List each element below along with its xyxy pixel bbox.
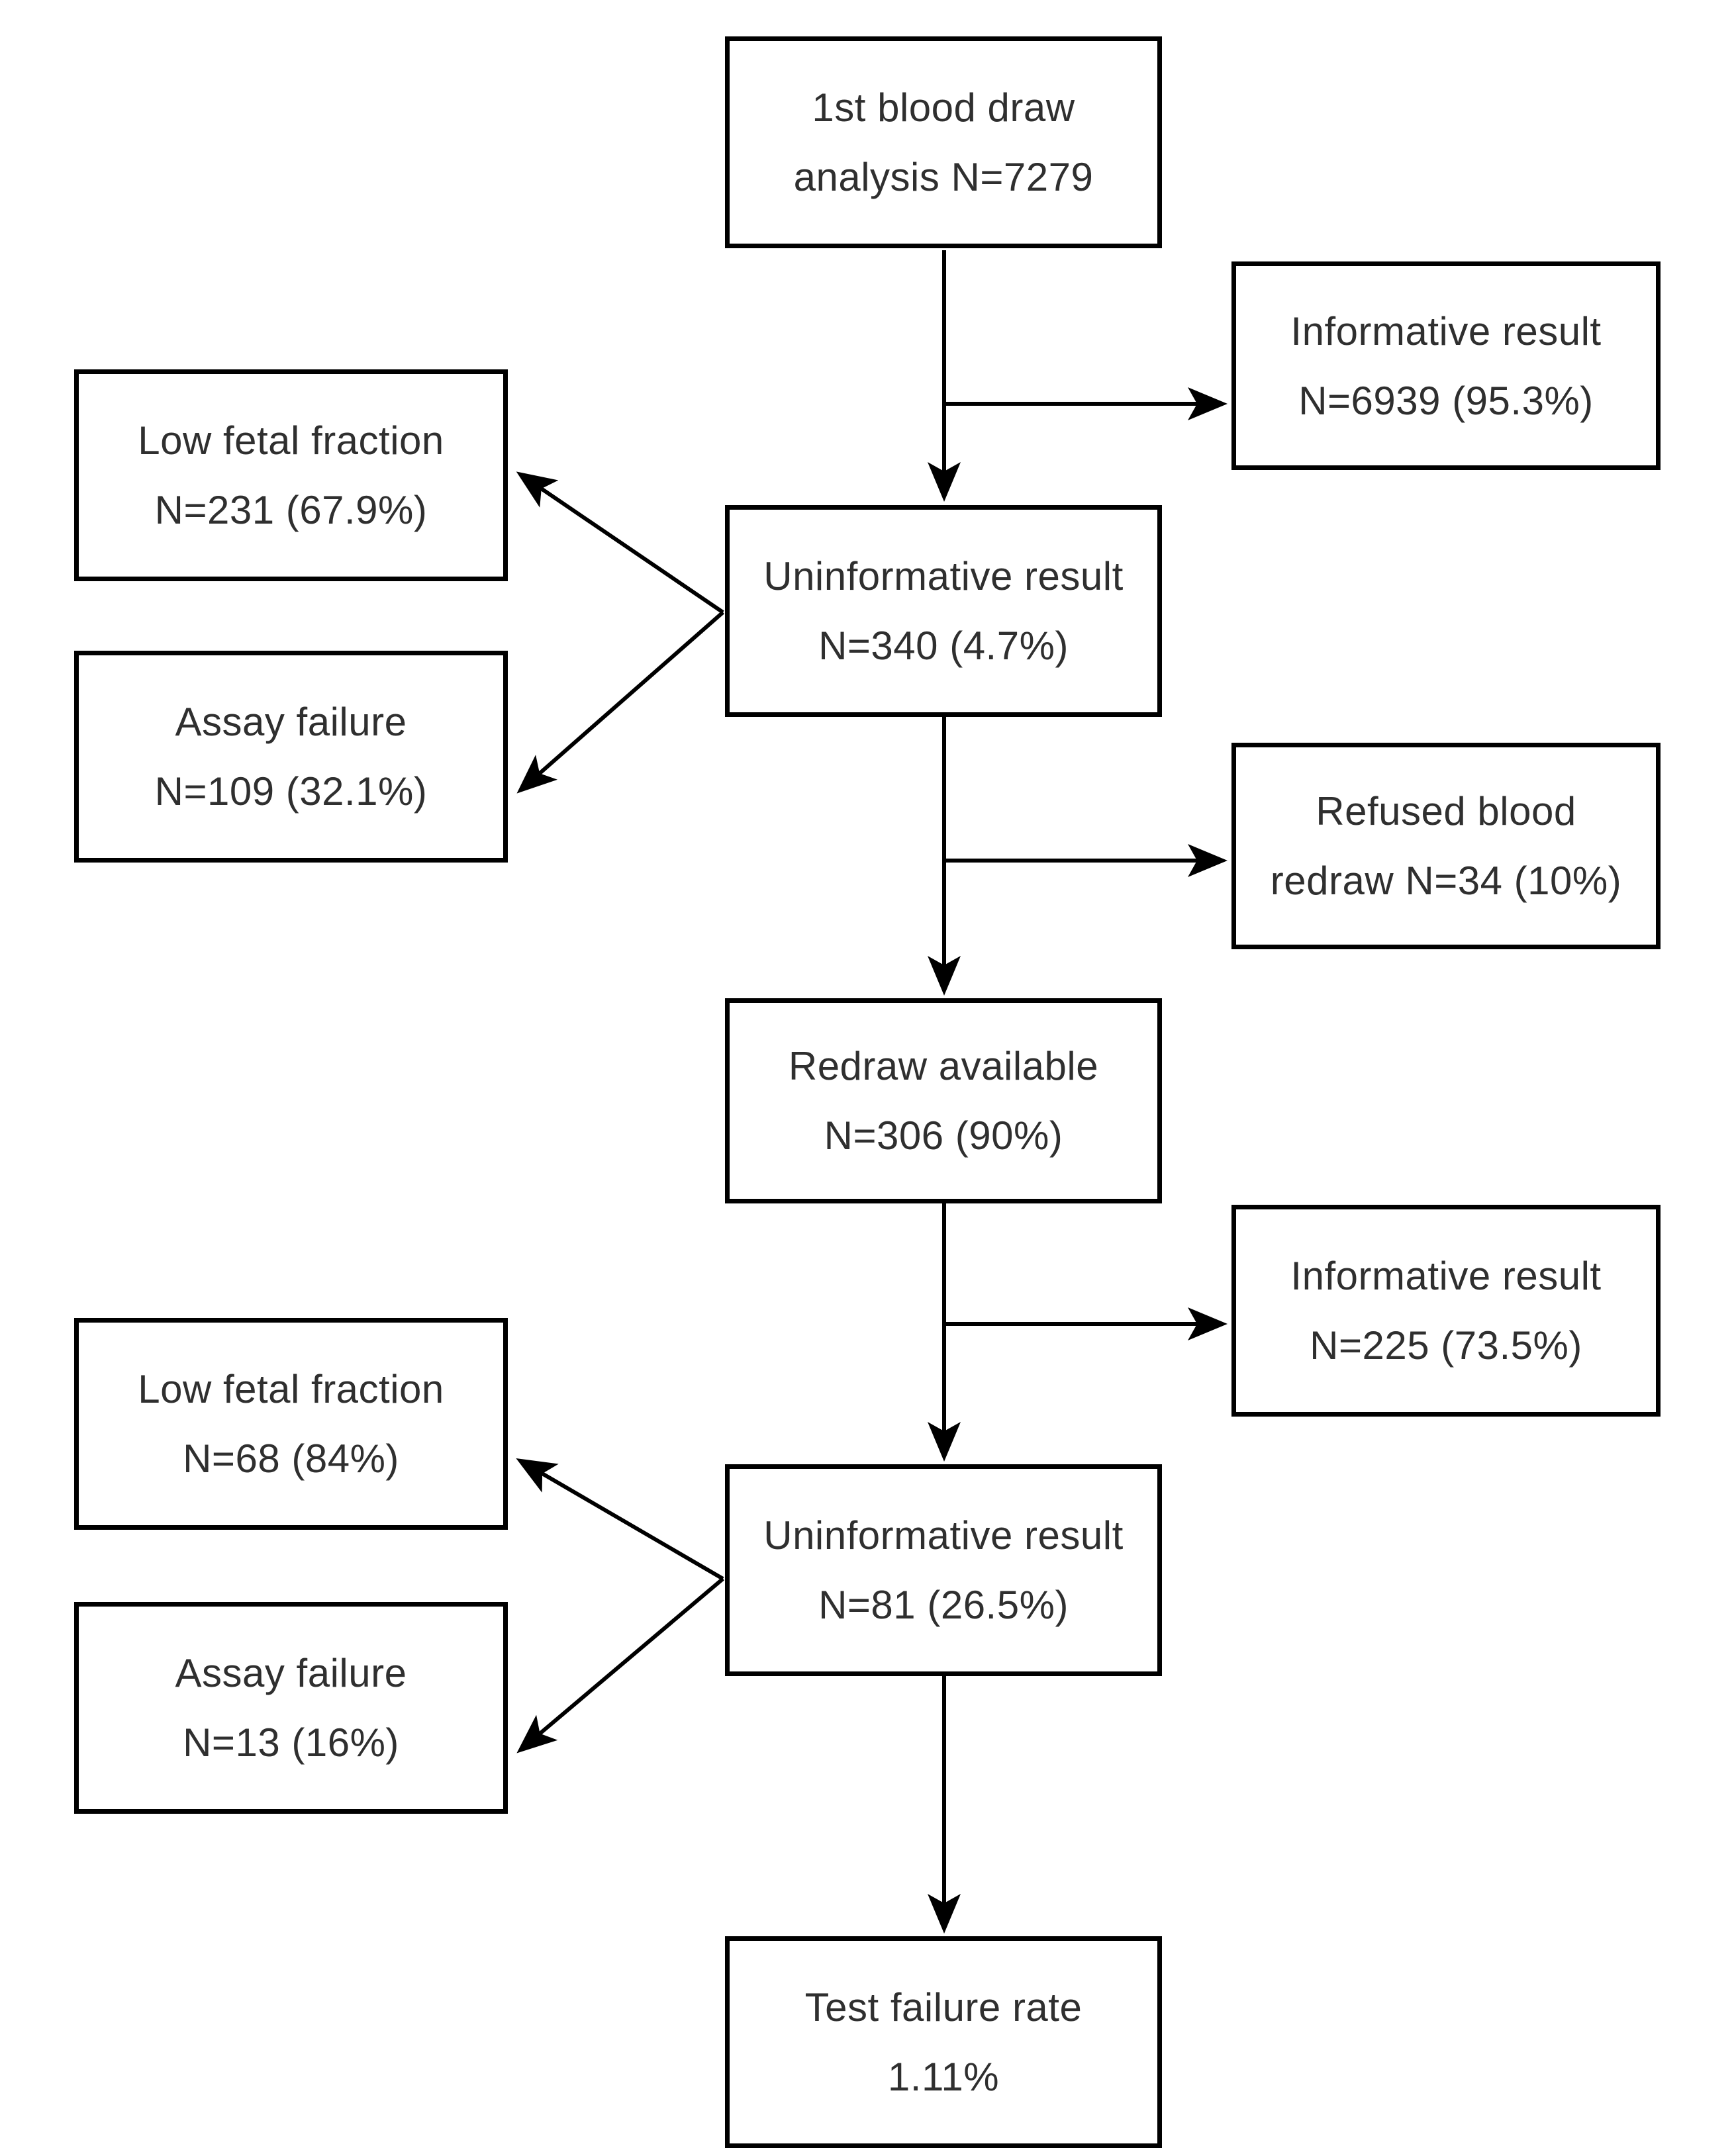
node-label-line2: N=225 (73.5%) [1310, 1323, 1582, 1368]
node-label-line2: N=81 (26.5%) [818, 1583, 1069, 1627]
node-label-line1: Refused blood [1316, 789, 1576, 833]
node-label-line2: N=340 (4.7%) [818, 624, 1069, 668]
node-test-failure-rate: Test failure rate 1.11% [725, 1936, 1162, 2148]
node-label-line1: Uninformative result [763, 1513, 1124, 1558]
node-uninformative-result-1: Uninformative result N=340 (4.7%) [725, 505, 1162, 717]
node-label-line2: redraw N=34 (10%) [1270, 859, 1622, 903]
node-informative-result-1: Informative result N=6939 (95.3%) [1231, 261, 1661, 470]
node-label-line1: Uninformative result [763, 554, 1124, 598]
node-label-line1: Informative result [1290, 308, 1602, 353]
arrow-uninformative2-to-lowfetal2 [516, 1458, 724, 1581]
node-low-fetal-fraction-2: Low fetal fraction N=68 (84%) [74, 1318, 508, 1530]
node-redraw-available: Redraw available N=306 (90%) [725, 998, 1162, 1203]
node-label-line2: N=13 (16%) [183, 1720, 399, 1765]
node-assay-failure-2: Assay failure N=13 (16%) [74, 1602, 508, 1814]
arrow-uninformative1-to-assay1 [516, 610, 724, 794]
node-uninformative-result-2: Uninformative result N=81 (26.5%) [725, 1464, 1162, 1676]
arrow-uninformative2-to-assay2 [516, 1577, 724, 1754]
node-label-line2: N=68 (84%) [183, 1436, 399, 1481]
arrow-uninformative1-to-lowfetal1 [516, 471, 724, 614]
node-label-line1: Test failure rate [804, 1985, 1083, 2030]
node-label-line1: Redraw available [788, 1044, 1099, 1088]
node-assay-failure-1: Assay failure N=109 (32.1%) [74, 651, 508, 863]
node-informative-result-2: Informative result N=225 (73.5%) [1231, 1205, 1661, 1417]
node-label-line1: Informative result [1290, 1254, 1602, 1298]
node-label-line2: 1.11% [887, 2055, 1000, 2099]
node-refused-redraw: Refused blood redraw N=34 (10%) [1231, 743, 1661, 949]
node-label-line1: 1st blood draw [812, 85, 1075, 130]
node-label-line2: N=231 (67.9%) [154, 488, 428, 532]
node-label-line1: Low fetal fraction [138, 1367, 444, 1411]
node-label-line2: N=109 (32.1%) [154, 769, 428, 814]
node-label-line1: Low fetal fraction [138, 418, 444, 463]
node-label-line2: N=306 (90%) [824, 1113, 1063, 1158]
node-label-line2: analysis N=7279 [793, 155, 1094, 199]
node-low-fetal-fraction-1: Low fetal fraction N=231 (67.9%) [74, 369, 508, 581]
node-first-blood-draw: 1st blood draw analysis N=7279 [725, 36, 1162, 248]
node-label-line1: Assay failure [175, 1651, 407, 1695]
node-label-line1: Assay failure [175, 700, 407, 744]
node-label-line2: N=6939 (95.3%) [1298, 378, 1594, 423]
